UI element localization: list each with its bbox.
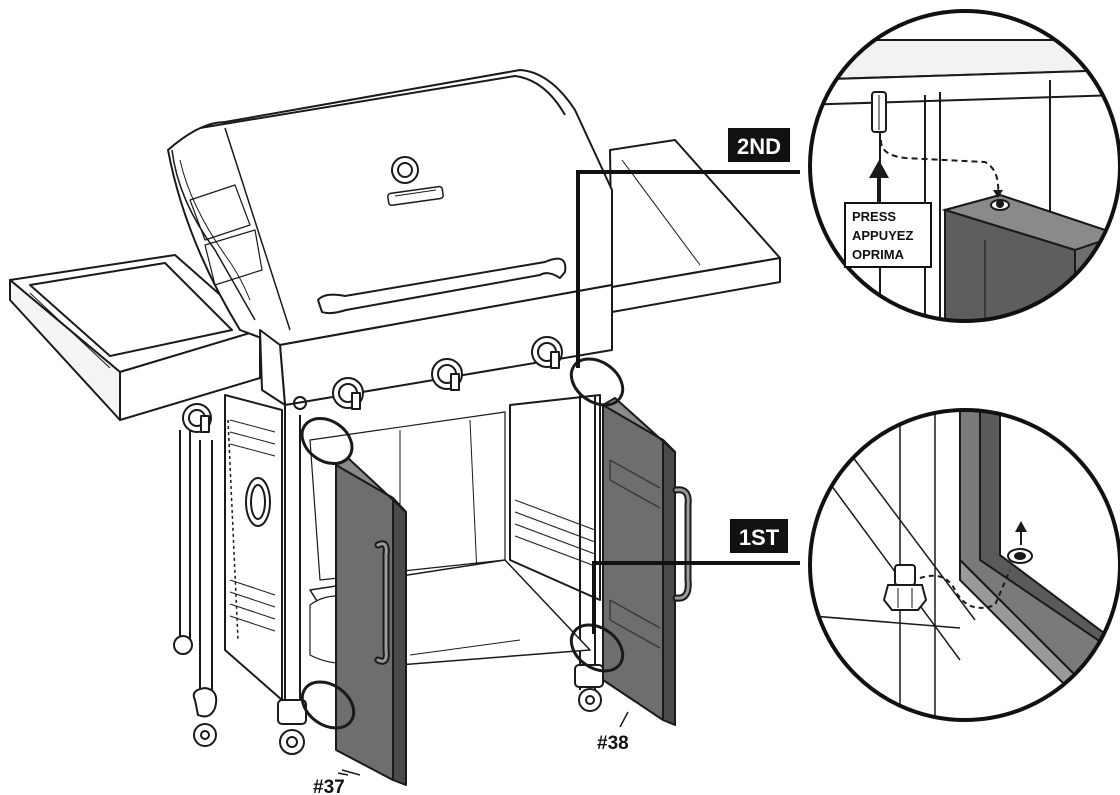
press-box <box>844 202 932 268</box>
left-side-shelf <box>9 254 261 421</box>
left-door <box>335 457 407 786</box>
part-label-left-door: #37 <box>313 777 345 795</box>
right-door-handle <box>672 486 692 602</box>
hinge-top-right-circle <box>569 357 625 407</box>
step-tag-first-label: 1ST <box>739 525 780 550</box>
step-tag-second-label: 2ND <box>737 134 781 159</box>
detail-circle-top: PRESS APPUYEZ OPRIMA <box>808 9 1120 323</box>
right-side-shelf <box>609 139 781 313</box>
part-label-right-door: #38 <box>597 733 629 754</box>
press-label-en: PRESS <box>852 209 896 224</box>
callout-lines <box>576 170 800 634</box>
casters <box>173 635 604 755</box>
hinge-top-left-circle <box>300 416 354 466</box>
hinge-bottom-right-circle <box>569 623 625 673</box>
grill-illustration <box>9 69 781 786</box>
step-tag-first: 1ST <box>730 519 788 553</box>
grill-lid <box>167 69 613 346</box>
hinge-bottom-left-circle <box>300 680 356 730</box>
step-tag-second: 2ND <box>728 128 790 162</box>
press-label-fr: APPUYEZ <box>852 228 913 243</box>
detail-circle-bottom <box>808 408 1120 722</box>
control-panel <box>182 284 613 433</box>
press-label-es: OPRIMA <box>852 247 905 262</box>
